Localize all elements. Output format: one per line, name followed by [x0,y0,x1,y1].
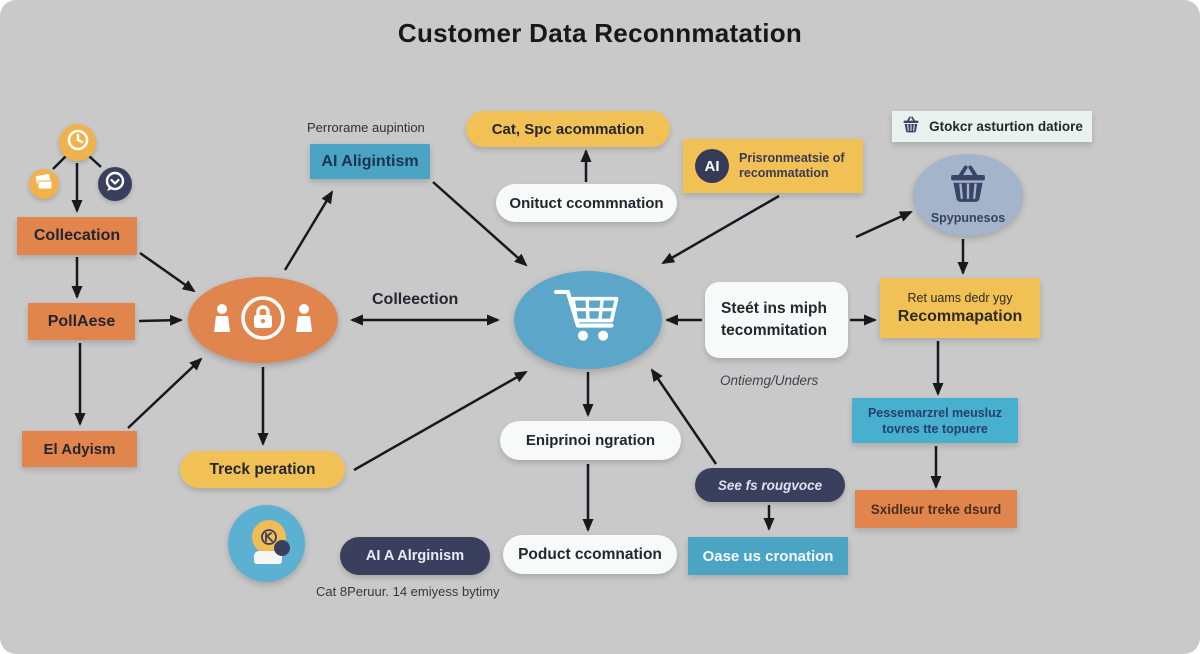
edge-label-colleection: Colleection [372,291,459,308]
avatar-base [254,551,282,564]
node-label: Eniprinoi ngration [525,432,656,449]
node-collecation: Collecation [17,217,137,255]
node-label: Poduct ccomnation [518,545,662,563]
user-icon [209,303,235,338]
node-label: PollAese [47,312,116,330]
lock-icon [239,294,287,347]
basket-icon [901,116,921,137]
node-cat-spc: Cat, Spc acommation [466,111,670,147]
chat-check-icon [103,170,127,199]
node-el-adyism: El Adyism [22,431,137,467]
node-label: AI A Alrginism [365,548,465,564]
node-label: See fs rougvoce [717,477,823,493]
avatar-dot [274,540,290,556]
node-label: tovres tte topuere [882,421,988,436]
clock-node [59,124,96,161]
money-node [29,169,59,199]
clock-icon [65,127,91,158]
node-gtokr: Gtokcr asturtion datiore [892,111,1092,142]
node-onituct: Onituct ccommnation [496,184,677,222]
node-pollaese: PollAese [28,303,135,340]
node-treck: Treck peration [180,451,345,488]
node-ai-aligintism: AI Aligintism [310,144,430,179]
node-see-fs: See fs rougvoce [695,468,845,502]
avatar-node [228,505,305,582]
node-ai-a-alrginism: AI A Alrginism [340,537,490,575]
node-eniprinoi: Eniprinoi ngration [500,421,681,460]
user-icon [291,303,317,338]
node-ai-personalization: AI Prisronmeatsie of recommatation [683,139,863,193]
shopping-cart-icon [546,280,630,361]
node-label: Spypunesos [930,211,1006,225]
node-label: Sxidleur treke dsurd [870,501,1002,517]
caption-bottom: Cat 8Peruur. 14 emiyess bytimy [316,584,500,599]
node-label: AI Aligintism [321,152,419,170]
node-sypunesos: Spypunesos [913,154,1023,236]
node-label: Prisronmeatsie of recommatation [739,151,845,180]
node-label: Collecation [33,227,121,244]
money-icon [33,172,55,197]
node-label: Gtokcr asturtion datiore [929,119,1083,134]
node-label: Oase us cronation [702,547,834,565]
node-sublabel: Ret uams dedr ygy [907,290,1013,305]
node-oase: Oase us cronation [688,537,848,575]
diagram-title: Customer Data Reconnmatation [397,18,803,48]
node-label: tecommitation [721,322,827,339]
node-label: Steét ins miph [721,300,827,317]
customer-privacy-node [188,277,338,363]
node-sxidleur: Sxidleur treke dsurd [855,490,1017,528]
annotation-ontiemg: Ontiemg/Unders [720,373,819,388]
node-label: Pessemarzrel meusluz [867,405,1003,420]
node-pessemarzrel: Pessemarzrel meusluz tovres tte topuere [852,398,1018,443]
ai-badge: AI [695,149,729,183]
node-steet: Steét ins miph tecommitation [705,282,848,358]
shopping-cart-node [514,271,662,369]
node-label: Cat, Spc acommation [491,120,645,138]
chat-check-node [98,167,132,201]
annotation-perrorame: Perrorame aupintion [307,120,425,135]
node-recommapation: Ret uams dedr ygy Recommapation [880,278,1040,338]
node-label: Treck peration [209,460,316,478]
node-label: El Adyism [43,440,116,458]
node-label: Onituct ccommnation [509,194,664,212]
node-poduct: Poduct ccomnation [503,535,677,574]
basket-icon [945,165,991,210]
node-label: Recommapation [897,307,1023,325]
